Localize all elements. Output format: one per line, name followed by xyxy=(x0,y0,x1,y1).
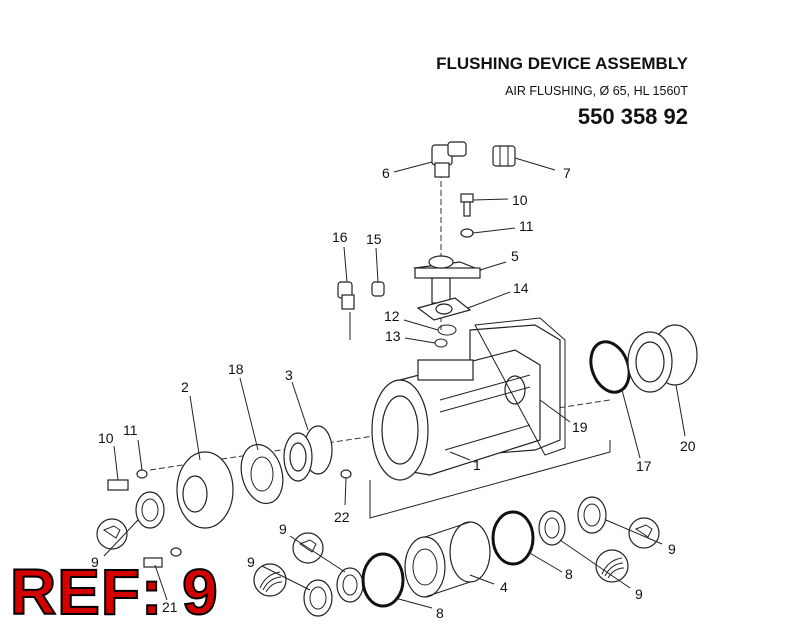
callout-7: 7 xyxy=(563,165,571,181)
callout-9-lower-mid: 9 xyxy=(247,554,255,570)
gasket-14 xyxy=(416,297,472,321)
callout-1: 1 xyxy=(473,457,481,473)
grease-symbol-icon xyxy=(628,517,660,549)
seal-9-e xyxy=(577,496,607,534)
callout-8-right: 8 xyxy=(565,566,573,582)
flange-5 xyxy=(412,255,483,304)
callout-21: 21 xyxy=(162,599,178,615)
callout-11-upper: 11 xyxy=(519,218,534,234)
seal-9-b xyxy=(303,579,333,617)
seal-9-c xyxy=(336,567,364,603)
housing-1 xyxy=(371,324,561,481)
callout-10-upper: 10 xyxy=(512,192,528,208)
callout-8-left: 8 xyxy=(436,605,444,621)
callout-18: 18 xyxy=(228,361,244,377)
callout-12: 12 xyxy=(384,308,400,324)
gasket-18 xyxy=(240,443,284,505)
washer-11-top xyxy=(460,228,474,238)
callout-6: 6 xyxy=(382,165,390,181)
callout-13: 13 xyxy=(385,328,401,344)
leader-lines xyxy=(103,157,686,609)
callout-19: 19 xyxy=(572,419,588,435)
o-ring-8-b xyxy=(491,510,535,566)
hex-nut-7 xyxy=(492,145,516,167)
callout-2: 2 xyxy=(181,379,189,395)
callout-16: 16 xyxy=(332,229,348,245)
o-ring-8-a xyxy=(361,552,405,608)
bushing-20 xyxy=(627,324,698,393)
washer-21 xyxy=(170,547,182,557)
snap-ring-17 xyxy=(589,340,631,394)
screw-10-top xyxy=(460,193,474,217)
lubricant-brush-icon xyxy=(253,563,287,597)
lubricant-brush-icon xyxy=(595,549,629,583)
callout-5: 5 xyxy=(511,248,519,264)
seal-9-d xyxy=(538,510,566,546)
grease-symbol-icon xyxy=(96,518,128,550)
callout-22: 22 xyxy=(334,509,350,525)
elbow-fitting-6 xyxy=(431,141,467,178)
elbow-fitting-16 xyxy=(337,281,355,310)
screw-10-lower xyxy=(107,479,129,491)
callout-14: 14 xyxy=(513,280,529,296)
diagram-subtitle: AIR FLUSHING, Ø 65, HL 1560T xyxy=(505,84,688,98)
part-number: 550 358 92 xyxy=(577,104,688,129)
assembly-bracket-line xyxy=(369,440,611,519)
plug-22 xyxy=(340,469,352,479)
piston-4 xyxy=(404,521,491,598)
pin-21 xyxy=(143,557,163,568)
callout-10-lower: 10 xyxy=(98,430,114,446)
seal-9-a xyxy=(135,491,165,529)
callout-9-right-lower: 9 xyxy=(635,586,643,602)
callout-17: 17 xyxy=(636,458,652,474)
diagram-title: FLUSHING DEVICE ASSEMBLY xyxy=(436,54,688,73)
ref-label: REF: 9 xyxy=(9,556,219,628)
o-ring-13 xyxy=(434,338,448,348)
washer-11-lower xyxy=(136,469,148,479)
callout-9-right-upper: 9 xyxy=(668,541,676,557)
callout-20: 20 xyxy=(680,438,696,454)
callout-3: 3 xyxy=(285,367,293,383)
flange-2 xyxy=(176,451,234,529)
callout-15: 15 xyxy=(366,231,382,247)
plug-15 xyxy=(371,281,385,297)
callout-9-upper-mid: 9 xyxy=(279,521,287,537)
bushing-3 xyxy=(283,425,333,482)
callout-4: 4 xyxy=(500,579,508,595)
callout-11-lower: 11 xyxy=(123,422,138,438)
callout-9-left: 9 xyxy=(91,554,99,570)
cover-19 xyxy=(474,317,566,456)
